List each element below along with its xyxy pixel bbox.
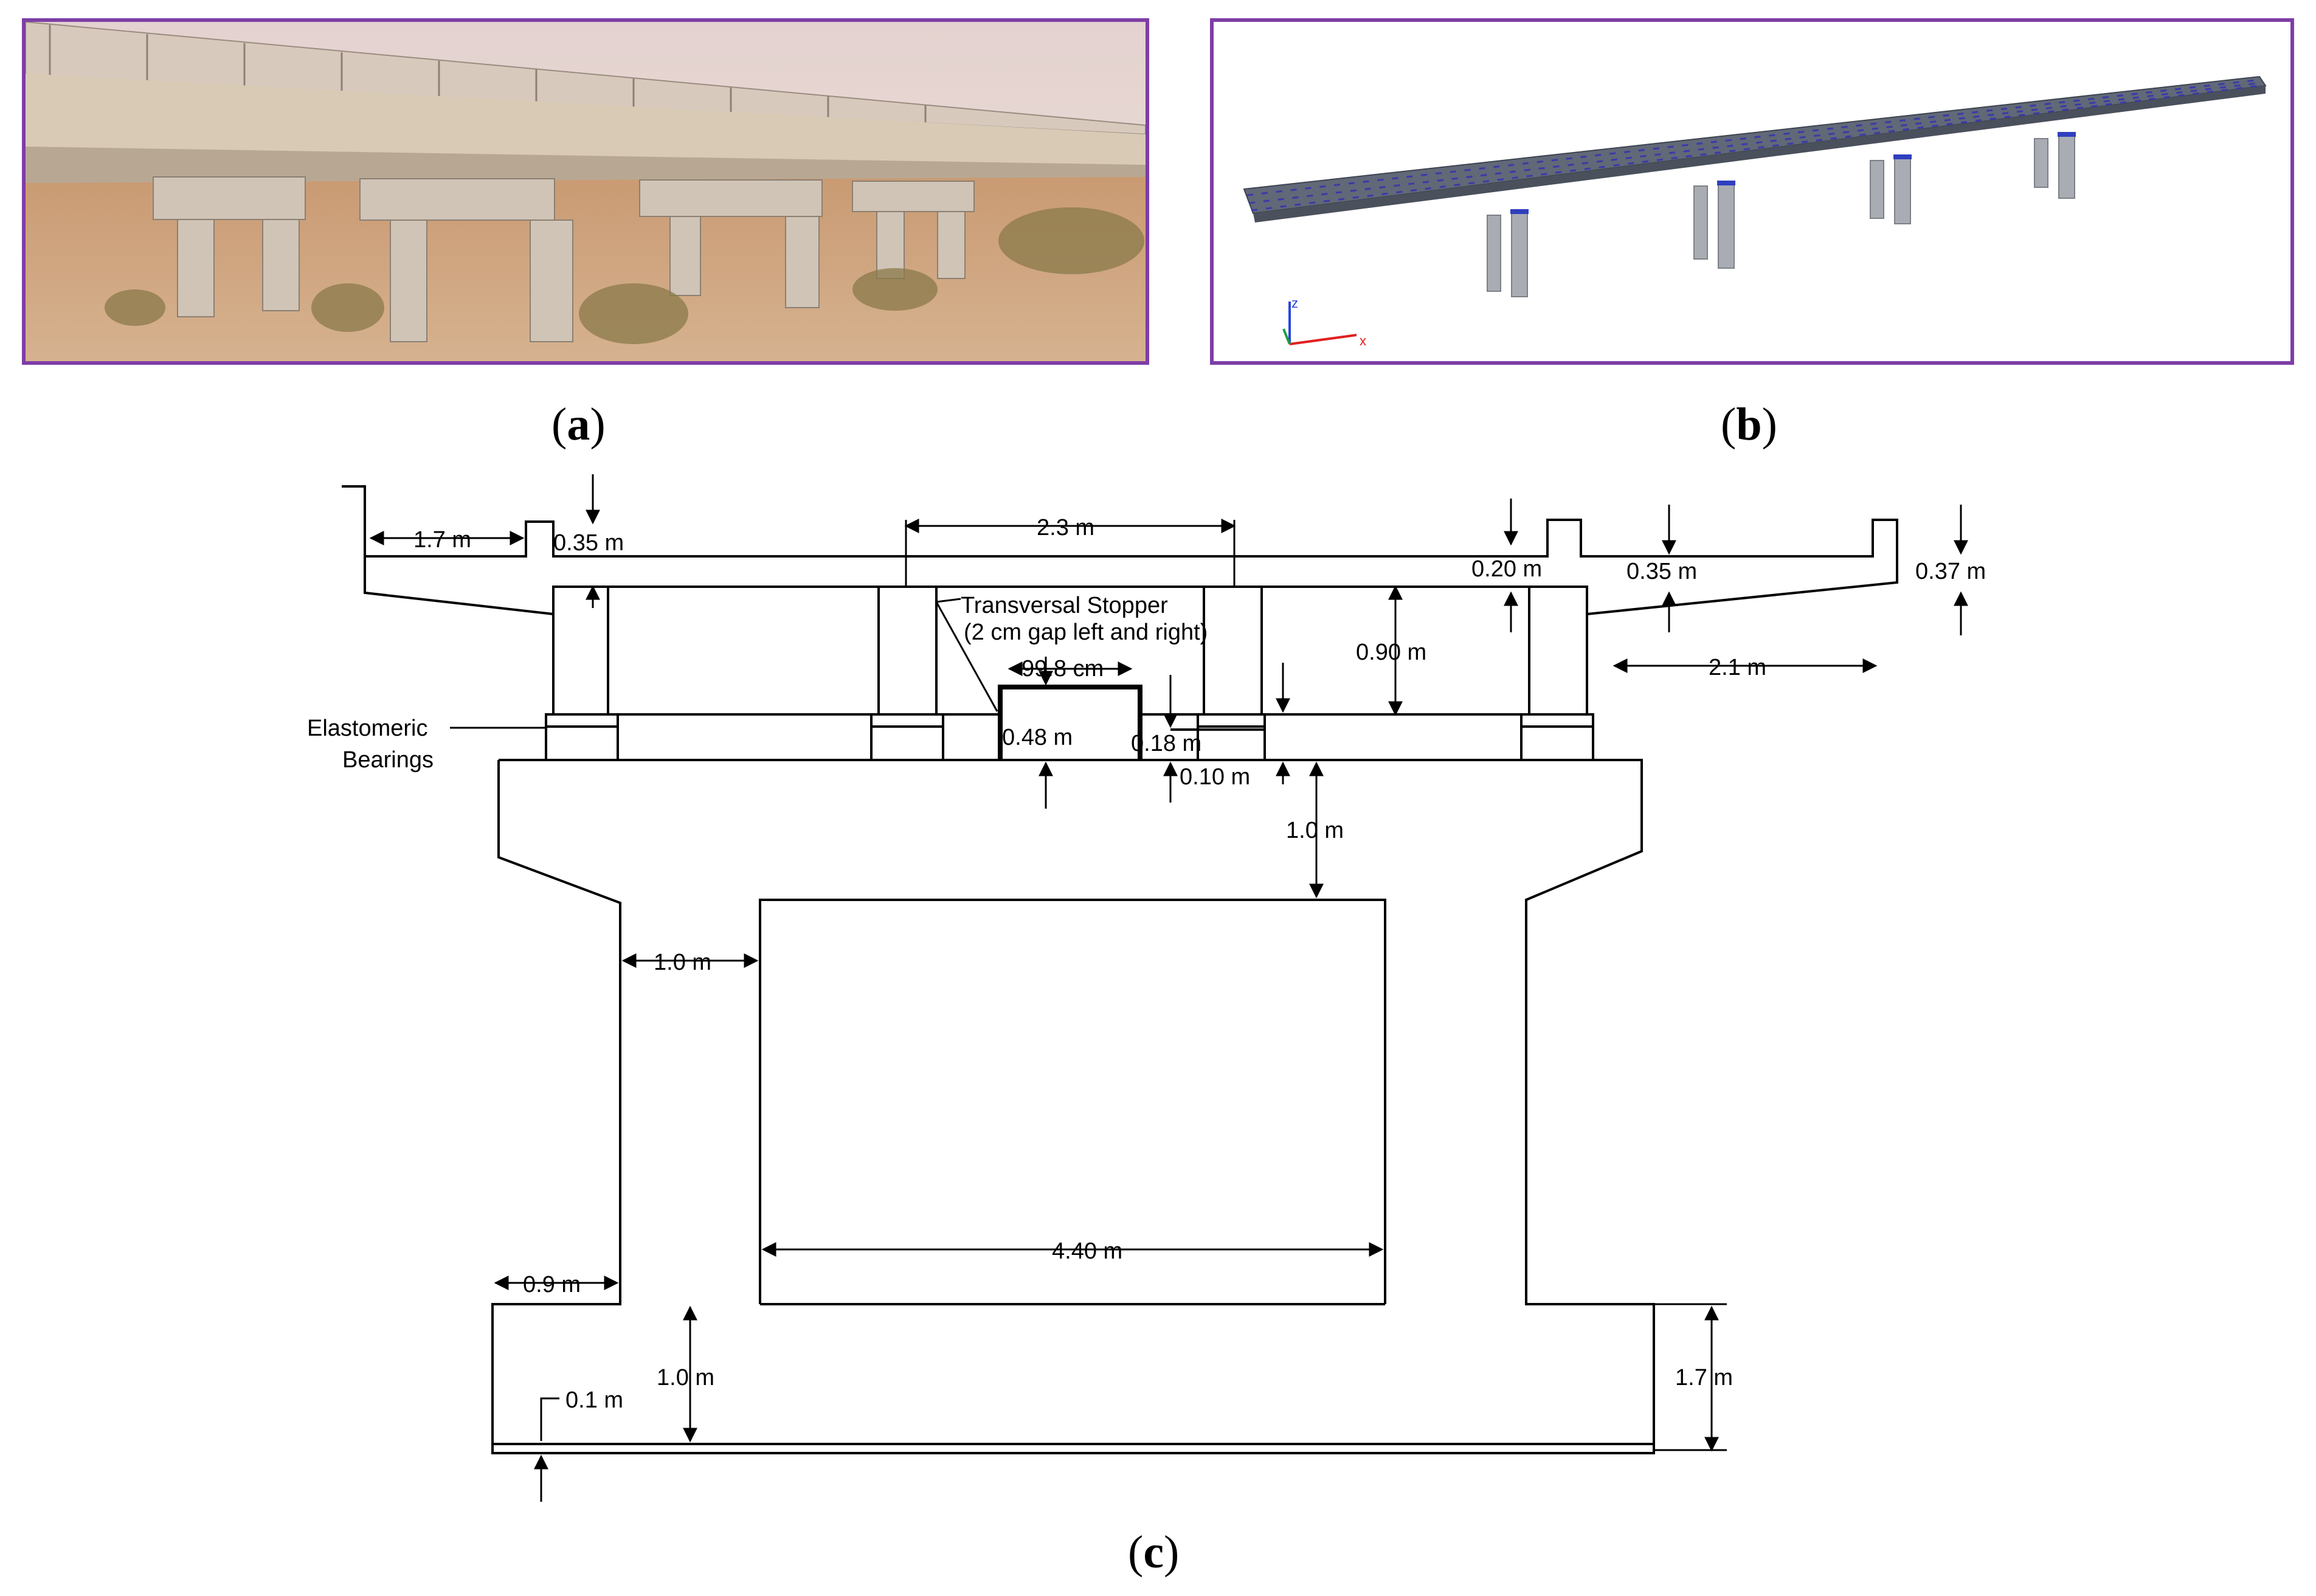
dimension-lines xyxy=(369,474,1968,1502)
label-1-0m-web: 1.0 m xyxy=(654,950,711,975)
label-99-8cm: 99.8 cm xyxy=(1021,656,1104,682)
label-0-20m: 0.20 m xyxy=(1471,556,1542,582)
label-1-0m-top: 1.0 m xyxy=(1286,818,1344,843)
caption-c: (c) xyxy=(1128,1527,1180,1578)
fem-model-panel: z x xyxy=(1210,18,2294,365)
label-4-40m: 4.40 m xyxy=(1052,1238,1122,1264)
label-bearings: Bearings xyxy=(342,747,434,773)
label-0-37m: 0.37 m xyxy=(1915,559,1986,584)
caption-b-letter: b xyxy=(1736,399,1762,450)
label-0-10m: 0.10 m xyxy=(1180,764,1250,790)
label-0-90m: 0.90 m xyxy=(1356,640,1426,665)
label-2-3m: 2.3 m xyxy=(1037,515,1094,541)
axis-z-label: z xyxy=(1291,295,1298,311)
caption-b: (b) xyxy=(1721,399,1777,450)
dimension-labels: 1.7 m 0.35 m 2.3 m 0.20 m 0.35 m 0.37 m … xyxy=(307,515,1986,1413)
label-1-0m-bottom: 1.0 m xyxy=(657,1365,714,1390)
caption-c-letter: c xyxy=(1143,1527,1164,1578)
label-transversal-stopper: Transversal Stopper xyxy=(961,593,1168,618)
label-0-48m: 0.48 m xyxy=(1002,725,1073,750)
label-1-7m-top: 1.7 m xyxy=(413,527,471,553)
bridge-photo-panel xyxy=(22,18,1149,365)
label-2-1m: 2.1 m xyxy=(1709,655,1766,680)
caption-a: (a) xyxy=(551,399,606,450)
label-1-7m-right: 1.7 m xyxy=(1675,1365,1733,1390)
bridge-photo xyxy=(26,22,1146,361)
label-elastomeric: Elastomeric xyxy=(307,716,428,741)
label-gap-note: (2 cm gap left and right) xyxy=(964,620,1208,645)
label-0-35m-right: 0.35 m xyxy=(1626,559,1697,584)
label-0-18m: 0.18 m xyxy=(1131,731,1201,756)
axis-x-label: x xyxy=(1360,333,1366,348)
axis-triad-icon: z x xyxy=(1282,295,1366,348)
label-0-1m: 0.1 m xyxy=(565,1387,623,1413)
label-0-9m: 0.9 m xyxy=(523,1272,581,1297)
caption-a-letter: a xyxy=(567,399,590,450)
transversal-stopper xyxy=(942,685,1265,760)
label-0-35m-left: 0.35 m xyxy=(553,530,624,556)
fem-model-view: z x xyxy=(1243,75,2267,348)
pier-outline xyxy=(491,759,1655,1454)
